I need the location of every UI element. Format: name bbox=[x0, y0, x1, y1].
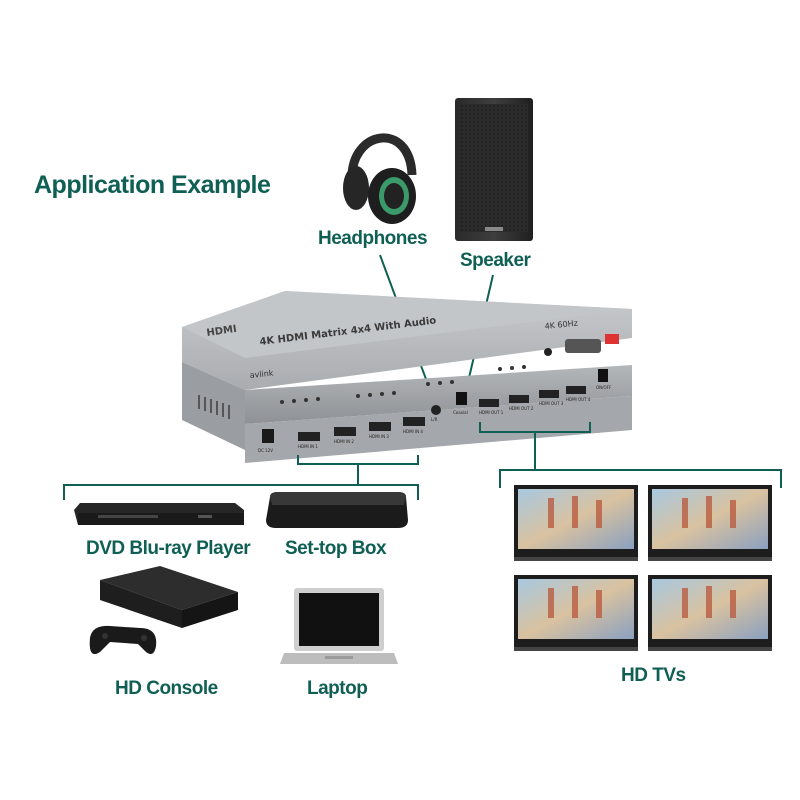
device-output-label-2: HDMI OUT 2 bbox=[509, 406, 534, 411]
tv-grid bbox=[514, 485, 772, 651]
label-hd-console: HD Console bbox=[115, 678, 218, 699]
dvd-player-icon bbox=[74, 503, 244, 525]
headphones-icon bbox=[343, 133, 417, 224]
speaker-icon bbox=[455, 98, 533, 241]
label-headphones: Headphones bbox=[318, 228, 428, 249]
device-resolution-badge: 4K 60Hz bbox=[544, 319, 578, 331]
label-dvd-player: DVD Blu-ray Player bbox=[86, 538, 251, 559]
page-title: Application Example bbox=[34, 171, 271, 199]
label-speaker: Speaker bbox=[460, 250, 531, 271]
device-power-label: DC 12V bbox=[258, 448, 273, 453]
game-console-icon bbox=[89, 566, 238, 655]
device-input-label-2: HDMI IN 2 bbox=[334, 439, 354, 444]
device-brand: avlink bbox=[249, 369, 274, 380]
device-input-label-4: HDMI IN 4 bbox=[403, 429, 423, 434]
device-audio-out-label: L/R bbox=[431, 417, 438, 422]
laptop-icon bbox=[280, 588, 398, 664]
hdmi-matrix-device bbox=[182, 291, 632, 463]
device-logo: HDMI bbox=[206, 324, 238, 339]
device-switch-label: ON/OFF bbox=[596, 385, 612, 390]
device-input-label-3: HDMI IN 3 bbox=[369, 434, 389, 439]
device-input-label-1: HDMI IN 1 bbox=[298, 444, 318, 449]
settop-box-icon bbox=[266, 492, 408, 528]
label-laptop: Laptop bbox=[307, 678, 368, 699]
label-settop-box: Set-top Box bbox=[285, 538, 387, 559]
output-bracket bbox=[479, 422, 782, 488]
input-bracket bbox=[63, 455, 419, 500]
device-output-label-3: HDMI OUT 3 bbox=[539, 401, 564, 406]
device-output-label-1: HDMI OUT 1 bbox=[479, 410, 504, 415]
label-hd-tvs: HD TVs bbox=[621, 665, 686, 686]
device-output-label-4: HDMI OUT 4 bbox=[566, 397, 591, 402]
device-coax-label: Coaxial bbox=[453, 410, 468, 415]
